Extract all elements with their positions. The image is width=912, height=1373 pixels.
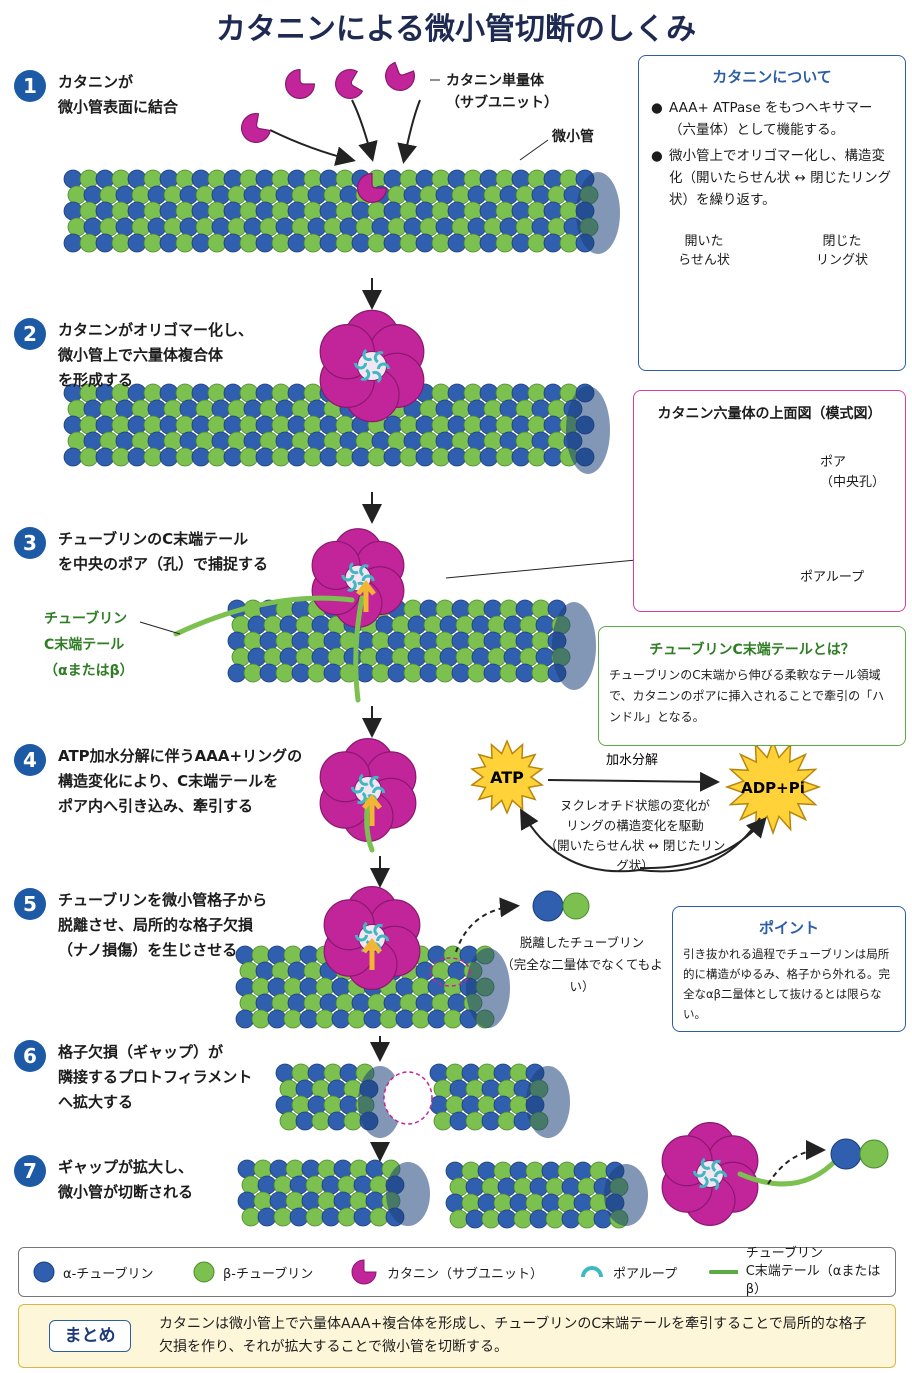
- point-box: ポイント 引き抜かれる過程でチューブリンは局所的に構造がゆるみ、格子から外れる。…: [672, 906, 906, 1032]
- legend-poreloop: ポアループ: [579, 1248, 677, 1296]
- adp-label: ADP+Pi: [741, 779, 805, 797]
- pull-arrow-0: [356, 579, 376, 612]
- bind-arrow-2: [397, 99, 421, 164]
- ctail-info-box: チューブリンC末端テールとは？ チューブリンのC末端から伸びる柔軟なテール領域で…: [598, 626, 906, 746]
- step-2-text: カタニンがオリゴマー化し、 微小管上で六量体複合体 を形成する: [58, 321, 254, 389]
- pull-arrow-2: [362, 937, 382, 970]
- ctail-label: チューブリン C末端テール （αまたはβ）: [44, 611, 134, 679]
- legend-alpha-label: α-チューブリン: [63, 1266, 154, 1282]
- legend-poreloop-label: ポアループ: [613, 1266, 678, 1282]
- step-4-text: ATP加水分解に伴うAAA+リングの 構造変化により、C末端テールを ポア内へ引…: [58, 747, 303, 815]
- katanin-subunit-1: [335, 69, 364, 99]
- step-1-text: カタニンが 微小管表面に結合: [58, 73, 179, 116]
- monomer-label: カタニン単量体 （サブユニット）: [446, 73, 558, 111]
- legend-beta-label: β-チューブリン: [223, 1266, 314, 1282]
- poreloop-label: ポアループ: [800, 570, 865, 585]
- beta-tubulin-icon: [193, 1261, 215, 1283]
- microtubule-step7-left: [237, 1159, 430, 1227]
- arrows: [269, 99, 421, 1162]
- step-1-number: 1: [14, 70, 46, 102]
- hydrolysis-arrow: [547, 771, 720, 792]
- summary-tag: まとめ: [49, 1320, 131, 1352]
- cycle-arrow-left: [520, 808, 761, 873]
- point-text: 引き抜かれる過程でチューブリンは局所的に構造がゆるみ、格子から外れる。完全なαβ…: [683, 947, 890, 1021]
- alpha-tubulin-icon: [33, 1261, 55, 1283]
- summary-text: カタニンは微小管上で六量体AAA+複合体を形成し、チューブリンのC末端テールを牽…: [159, 1316, 867, 1355]
- point-title: ポイント: [758, 919, 819, 937]
- legend-ctail-label: チューブリン C末端テール（αまたはβ）: [745, 1246, 881, 1297]
- about-bullet-2: 微小管上でオリゴマー化し、構造変化（開いたらせん状 ↔ 閉じたリング状）を繰り返…: [647, 145, 895, 211]
- step-2-number: 2: [14, 318, 46, 350]
- katanin-subunit-0: [285, 68, 316, 99]
- microtubule-step6-right: [429, 1063, 570, 1138]
- microtubule-label: 微小管: [552, 129, 594, 145]
- poreloop-icon: [581, 1266, 603, 1278]
- summary-box: まとめ カタニンは微小管上で六量体AAA+複合体を形成し、チューブリンのC末端テ…: [18, 1304, 896, 1368]
- step-3-text: チューブリンのC末端テール を中央のポア（孔）で捕捉する: [58, 530, 269, 573]
- ctail-info-text: チューブリンのC末端から伸びる柔軟なテール領域で、カタニンのポアに挿入されること…: [609, 668, 885, 724]
- atp-label: ATP: [490, 768, 524, 787]
- microtubules: [63, 169, 648, 1229]
- step-7-text: ギャップが拡大し、 微小管が切断される: [58, 1158, 194, 1201]
- pore-label: ポア （中央孔）: [820, 455, 886, 490]
- pull-arrow-1: [362, 793, 382, 826]
- released-tubulin-label: 脱離したチューブリン （完全な二量体でなくてもよい）: [501, 935, 663, 994]
- top-view-box: カタニン六量体の上面図（模式図） ポア （中央孔） ポアループ: [633, 390, 906, 612]
- step-3-number: 3: [14, 527, 46, 559]
- step-5-text: チューブリンを微小管格子から 脱離させ、局所的な格子欠損 （ナノ損傷）を生じさせ…: [58, 891, 268, 959]
- microtubule-step7-right: [445, 1161, 648, 1229]
- nucleotide-label: ヌクレオチド状態の変化が リングの構造変化を駆動 （開いたらせん状 ↔ 閉じたリ…: [544, 798, 726, 873]
- katanin-hexamer-step7: [661, 1122, 759, 1226]
- about-bullet-1: AAA+ ATPase をもつヘキサマー（六量体）として機能する。: [647, 97, 895, 141]
- legend-ctail: チューブリン C末端テール（αまたはβ）: [709, 1246, 895, 1297]
- microtubule-step6-left: [275, 1063, 402, 1138]
- atp-star: [470, 739, 544, 815]
- ctail-step7: [737, 1155, 841, 1187]
- adp-star: [724, 738, 822, 836]
- katanin-subunit-icon: [351, 1259, 377, 1285]
- legend: α-チューブリン β-チューブリン カタニン（サブユニット） ポアループ チュー…: [18, 1246, 896, 1297]
- legend-katanin: カタニン（サブユニット）: [349, 1248, 543, 1296]
- bind-arrow-0: [269, 129, 356, 166]
- cycle-arrow-right: [639, 816, 767, 870]
- katanin-hexamer-step2: [319, 309, 425, 423]
- microtubule-step2: [63, 383, 610, 474]
- page-title: カタニンによる微小管切断のしくみ: [215, 12, 697, 47]
- top-view-title: カタニン六量体の上面図（模式図）: [657, 406, 882, 422]
- step-6-number: 6: [14, 1040, 46, 1072]
- closed-ring-label: 閉じた リング状: [815, 234, 868, 268]
- legend-katanin-label: カタニン（サブユニット）: [387, 1266, 544, 1282]
- ctail-step3-vertical: [353, 595, 365, 703]
- hydrolysis-label: 加水分解: [606, 753, 658, 768]
- step-6-text: 格子欠損（ギャップ）が 隣接するプロトフィラメント へ拡大する: [58, 1043, 253, 1111]
- legend-beta: β-チューブリン: [193, 1248, 313, 1296]
- atp-cycle: ATP ADP+Pi 加水分解: [470, 738, 822, 873]
- microtubule-step3: [227, 599, 596, 690]
- legend-alpha: α-チューブリン: [33, 1248, 153, 1296]
- bind-arrow-1: [351, 99, 378, 162]
- katanin-subunit-2: [385, 61, 415, 91]
- about-katanin-box: カタニンについて AAA+ ATPase をもつヘキサマー（六量体）として機能す…: [638, 55, 906, 371]
- step-5-number: 5: [14, 888, 46, 920]
- ctail-step3: [173, 595, 355, 637]
- ctail-info-title: チューブリンC末端テールとは？: [649, 642, 855, 658]
- katanin-subunit-4: [357, 172, 388, 203]
- ctail-icon: [709, 1270, 738, 1274]
- katanin-subunit-3: [241, 113, 271, 143]
- open-spiral-label: 開いた らせん状: [678, 234, 730, 268]
- microtubule-step1: [63, 169, 620, 254]
- about-title: カタニンについて: [712, 68, 832, 86]
- step-7-number: 7: [14, 1155, 46, 1187]
- step-4-number: 4: [14, 744, 46, 776]
